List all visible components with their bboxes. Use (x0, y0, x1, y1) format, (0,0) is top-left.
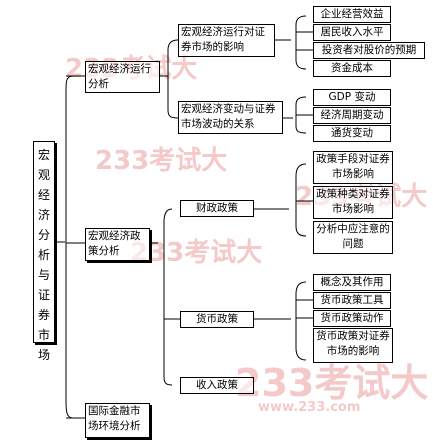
macro-impact-item: 企业经营效益 (313, 6, 391, 23)
macro-bracket (160, 39, 179, 119)
macro-change-item: GDP 变动 (313, 89, 391, 106)
macro-impact-bracket (275, 15, 307, 70)
policy-bracket (150, 208, 173, 386)
fiscal-item: 分析中应注意的问题 (313, 221, 393, 254)
fiscal-bracket (254, 163, 307, 237)
macro-change-node: 宏观经济变动与证券市场波动的关系 (178, 101, 283, 134)
fiscal-policy-node: 财政政策 (180, 200, 254, 217)
monetary-item: 货币政策对证券市场的影响 (313, 328, 393, 363)
monetary-branches (296, 299, 313, 319)
macro-impact-item: 投资者对股价的预期 (313, 42, 425, 59)
macro-change-item: 经济周期变动 (313, 107, 391, 124)
macro-impact-item: 居民收入水平 (313, 24, 391, 41)
root-node: 宏观经济分析与证券市场 (33, 141, 55, 362)
policy-analysis-node: 宏观经济政策分析 (85, 228, 150, 261)
root-bracket (55, 75, 74, 419)
monetary-item: 货币政策工具 (313, 292, 391, 309)
monetary-item: 货币政策动作 (313, 310, 391, 327)
root-branch (66, 75, 85, 419)
macro-impact-item: 资金成本 (313, 60, 391, 77)
income-policy-node: 收入政策 (180, 377, 254, 394)
macro-change-item: 通货变动 (313, 125, 391, 142)
international-node: 国际金融市场环境分析 (85, 403, 150, 438)
macro-analysis-node: 宏观经济运行分析 (85, 61, 160, 93)
macro-impact-node: 宏观经济运行对证券市场的影响 (178, 24, 275, 57)
monetary-policy-node: 货币政策 (180, 311, 254, 328)
fiscal-item: 政策手段对证券市场影响 (313, 151, 393, 184)
macro-impact-branches (296, 31, 313, 51)
monetary-item: 概念及其作用 (313, 274, 391, 291)
fiscal-item: 政策种类对证券市场影响 (313, 186, 393, 219)
monetary-bracket (254, 281, 307, 361)
